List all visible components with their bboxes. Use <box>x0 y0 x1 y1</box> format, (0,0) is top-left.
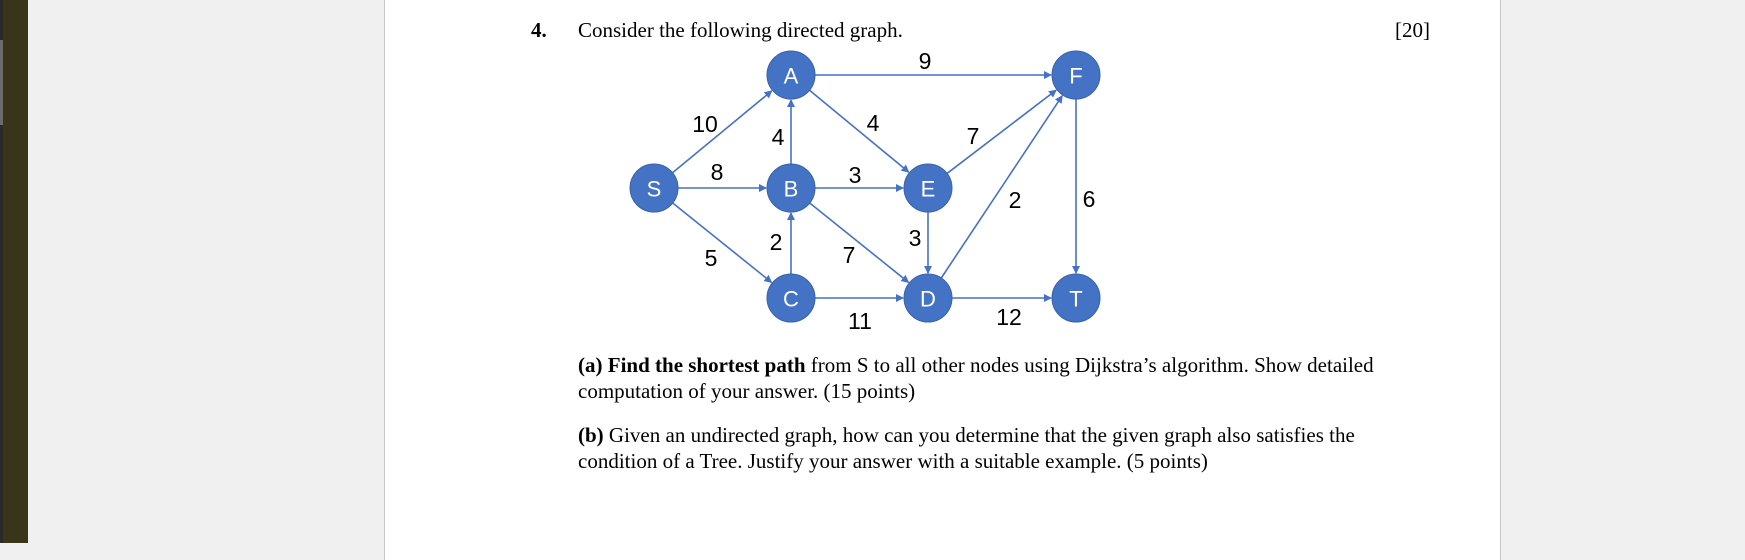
edge-s-a <box>672 90 773 174</box>
edge-weight-c-d: 11 <box>848 308 872 334</box>
edge-b-d <box>809 202 910 283</box>
edge-weight-b-d: 7 <box>843 242 856 268</box>
edge-weight-e-d: 3 <box>909 225 922 251</box>
node-label-d: D <box>920 287 936 312</box>
edge-d-f <box>940 94 1063 279</box>
part-a-body: from S to all other nodes using Dijkstra… <box>578 353 1374 403</box>
edge-weight-s-c: 5 <box>705 245 718 271</box>
edge-weight-b-a: 4 <box>772 124 785 150</box>
edge-weight-s-b: 8 <box>711 159 724 185</box>
node-f <box>1051 50 1101 100</box>
window-border <box>0 0 3 543</box>
node-t <box>1051 273 1101 323</box>
edge-weight-c-b: 2 <box>770 229 783 255</box>
node-d <box>903 273 953 323</box>
part-a-text: (a) Find the shortest path from S to all… <box>578 352 1398 404</box>
edge-a-e <box>809 89 910 173</box>
question-intro: Consider the following directed graph. <box>578 18 903 42</box>
edge-weight-f-t: 6 <box>1083 186 1096 212</box>
node-e <box>903 163 953 213</box>
edge-weight-d-t: 12 <box>996 304 1022 330</box>
node-s <box>629 163 679 213</box>
part-a-label: (a) <box>578 353 603 377</box>
node-label-t: T <box>1069 287 1082 312</box>
node-label-b: B <box>784 177 799 202</box>
part-b-label: (b) <box>578 423 604 447</box>
part-a-bold: Find the shortest path <box>607 353 806 377</box>
question-number: 4. <box>531 18 547 42</box>
edge-s-c <box>672 202 773 283</box>
edge-weight-d-f: 2 <box>1009 187 1022 213</box>
part-b-text: (b) Given an undirected graph, how can y… <box>578 422 1398 474</box>
edge-weight-a-e: 4 <box>867 110 880 136</box>
part-b-body: Given an undirected graph, how can you d… <box>578 423 1355 473</box>
left-window-edge <box>0 0 28 543</box>
node-label-f: F <box>1069 64 1082 89</box>
node-b <box>766 163 816 213</box>
node-label-a: A <box>784 64 799 89</box>
edge-weight-e-f: 7 <box>967 123 980 149</box>
node-label-c: C <box>783 287 799 312</box>
question-marks: [20] <box>1395 18 1430 42</box>
document-page: 4. Consider the following directed graph… <box>384 0 1501 560</box>
edge-weight-a-f: 9 <box>919 48 932 74</box>
scrollbar-thumb[interactable] <box>0 40 3 125</box>
node-a <box>766 50 816 100</box>
node-label-s: S <box>647 177 662 202</box>
node-c <box>766 273 816 323</box>
edge-weight-s-a: 10 <box>692 111 718 137</box>
edge-weight-b-e: 3 <box>849 162 862 188</box>
edge-e-f <box>946 89 1057 175</box>
node-label-e: E <box>921 177 936 202</box>
